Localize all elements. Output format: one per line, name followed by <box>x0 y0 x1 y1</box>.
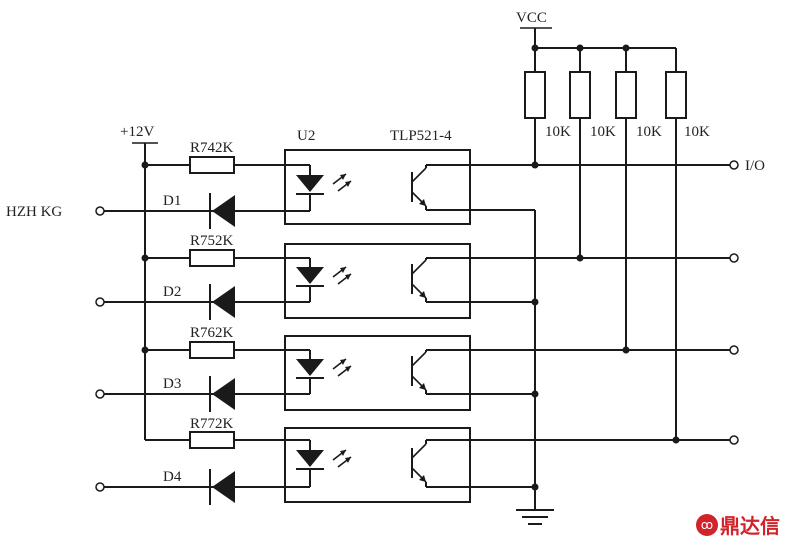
v12-label: +12V <box>120 124 154 140</box>
input-label-hzh: HZH KG <box>6 204 62 220</box>
channel-4 <box>95 427 739 505</box>
resistor-label-2: R752K <box>190 233 234 249</box>
watermark-text: 鼎达信 <box>720 514 780 538</box>
watermark-badge-icon: ꝏ <box>696 513 718 536</box>
channel-2 <box>95 243 739 320</box>
pullup-label-3: 10K <box>636 124 662 140</box>
pullup-resistors <box>524 44 687 440</box>
part-label: TLP521-4 <box>390 128 452 144</box>
watermark-logo: ꝏ 鼎达信 <box>696 510 780 539</box>
channel-1 <box>95 149 739 229</box>
diode-label-4: D4 <box>163 469 182 485</box>
channel-3 <box>95 335 739 412</box>
resistor-label-3: R762K <box>190 325 234 341</box>
diode-label-2: D2 <box>163 284 181 300</box>
v12-rail <box>132 142 158 440</box>
ground-bus <box>516 210 554 525</box>
pullup-label-4: 10K <box>684 124 710 140</box>
u2-label: U2 <box>297 128 315 144</box>
resistor-label-4: R772K <box>190 416 234 432</box>
resistor-label-1: R742K <box>190 140 234 156</box>
pullup-label-2: 10K <box>590 124 616 140</box>
pullup-label-1: 10K <box>545 124 571 140</box>
diode-label-1: D1 <box>163 193 181 209</box>
diode-label-3: D3 <box>163 376 181 392</box>
vcc-rail <box>520 27 676 49</box>
io-label: I/O <box>745 158 765 174</box>
vcc-label: VCC <box>516 10 547 26</box>
